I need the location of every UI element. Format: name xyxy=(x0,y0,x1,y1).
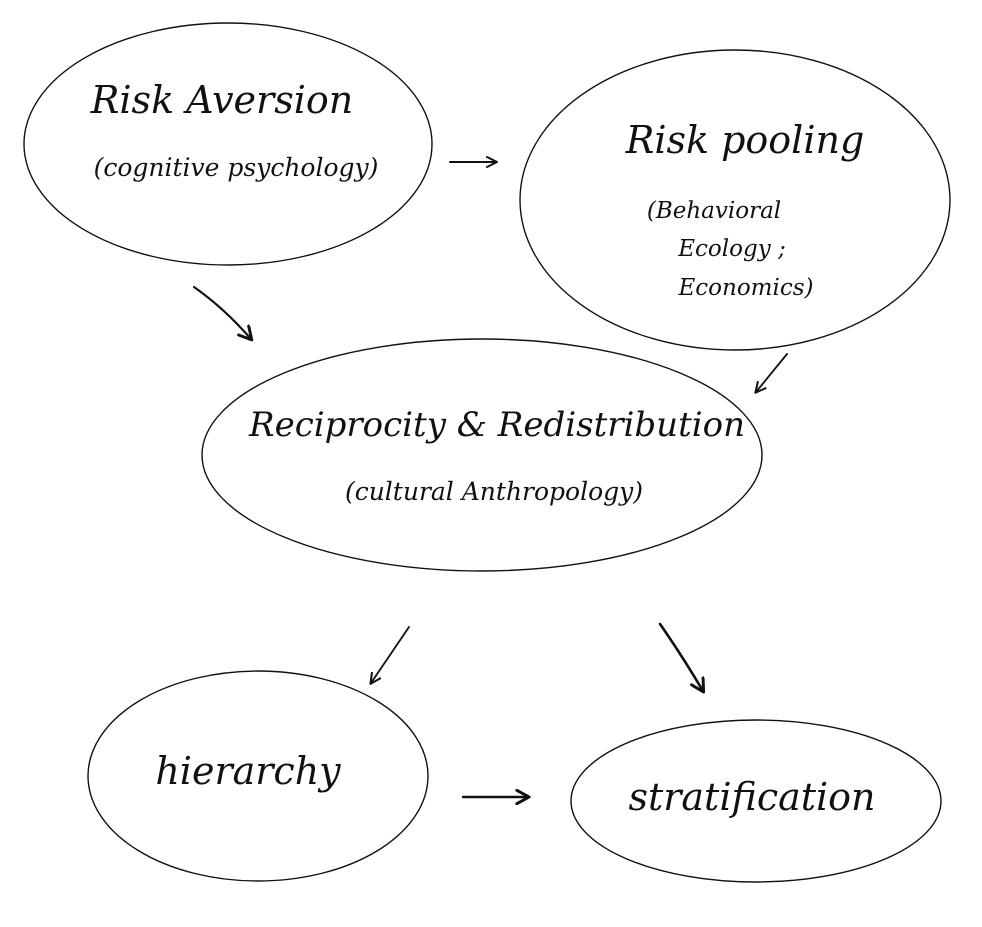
arrow-risk-aversion-to-reciprocity xyxy=(192,285,251,339)
node-stratification-title: stratification xyxy=(628,775,875,819)
node-risk-pooling-title: Risk pooling xyxy=(625,118,865,162)
node-risk-pooling-subtitle-line-3: Economics) xyxy=(677,275,813,301)
arrow-reciprocity-to-hierarchy xyxy=(369,626,410,685)
node-reciprocity-subtitle: (cultural Anthropology) xyxy=(345,477,643,506)
node-risk-aversion-subtitle: (cognitive psychology) xyxy=(94,153,379,182)
node-risk-aversion-shape xyxy=(23,22,433,266)
node-risk-pooling-subtitle-line-2: Ecology ; xyxy=(677,236,786,262)
node-risk-pooling-subtitle-line-1: (Behavioral xyxy=(647,198,781,224)
node-stratification-shape xyxy=(570,719,942,883)
arrow-risk-pooling-to-reciprocity xyxy=(754,353,788,394)
node-stratification: stratification xyxy=(570,719,942,883)
node-risk-pooling-shape xyxy=(519,49,951,351)
node-risk-pooling: Risk pooling (Behavioral Ecology ; Econo… xyxy=(519,49,951,351)
node-hierarchy-title: hierarchy xyxy=(155,749,341,793)
arrow-reciprocity-to-stratification xyxy=(658,622,703,691)
node-reciprocity-shape xyxy=(201,338,763,572)
node-hierarchy: hierarchy xyxy=(87,670,429,882)
node-hierarchy-shape xyxy=(87,670,429,882)
node-reciprocity-title: Reciprocity & Redistribution xyxy=(248,405,745,445)
node-risk-aversion-title: Risk Aversion xyxy=(90,78,353,122)
node-risk-aversion: Risk Aversion (cognitive psychology) xyxy=(23,22,433,266)
node-reciprocity-redistribution: Reciprocity & Redistribution (cultural A… xyxy=(201,338,763,572)
edges xyxy=(192,156,788,797)
